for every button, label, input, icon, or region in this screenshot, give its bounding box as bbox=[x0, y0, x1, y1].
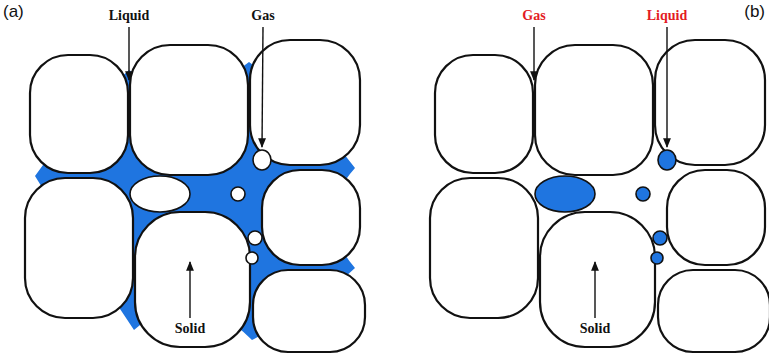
leader-arrow bbox=[262, 27, 263, 147]
leader-arrow bbox=[594, 262, 595, 318]
phase-label: Gas bbox=[522, 8, 545, 24]
gas-bubble bbox=[246, 252, 258, 264]
grain bbox=[430, 178, 538, 318]
panel-b bbox=[430, 27, 769, 352]
phase-label: Liquid bbox=[647, 8, 687, 24]
gas-bubble bbox=[253, 150, 271, 170]
panel-tag: (a) bbox=[3, 2, 24, 22]
phase-label: Liquid bbox=[109, 8, 149, 24]
liquid-droplet bbox=[651, 252, 663, 264]
solid-grains bbox=[430, 40, 769, 352]
grain bbox=[253, 270, 365, 352]
leader-arrow bbox=[533, 27, 534, 80]
grain bbox=[30, 55, 128, 173]
leader-arrow bbox=[128, 27, 129, 80]
solid-grains bbox=[25, 40, 365, 352]
grain bbox=[658, 270, 769, 352]
phase-label: Solid bbox=[175, 321, 205, 337]
panel-a bbox=[25, 27, 365, 352]
liquid-droplet bbox=[658, 150, 676, 170]
grain bbox=[540, 212, 655, 347]
leader-arrow bbox=[666, 27, 667, 147]
grain bbox=[435, 55, 533, 173]
grain bbox=[25, 178, 133, 318]
liquid-droplet bbox=[653, 231, 667, 245]
grain bbox=[262, 170, 360, 265]
grain bbox=[250, 40, 360, 165]
liquid-droplet bbox=[535, 176, 595, 212]
panel-tag: (b) bbox=[744, 2, 765, 22]
leader-arrow bbox=[189, 262, 190, 318]
liquid-droplet bbox=[636, 187, 650, 201]
grain bbox=[655, 40, 765, 165]
gas-bubble bbox=[130, 176, 190, 212]
grain bbox=[130, 45, 248, 175]
liquid-droplets bbox=[535, 150, 676, 264]
phase-label: Solid bbox=[580, 321, 610, 337]
leader-arrows bbox=[534, 27, 667, 318]
gas-bubbles bbox=[130, 150, 271, 264]
phase-label: Gas bbox=[251, 8, 274, 24]
grain bbox=[535, 45, 653, 175]
grain bbox=[135, 212, 250, 347]
grain bbox=[667, 170, 765, 265]
gas-bubble bbox=[248, 231, 262, 245]
leader-arrows bbox=[129, 27, 263, 318]
gas-bubble bbox=[231, 187, 245, 201]
